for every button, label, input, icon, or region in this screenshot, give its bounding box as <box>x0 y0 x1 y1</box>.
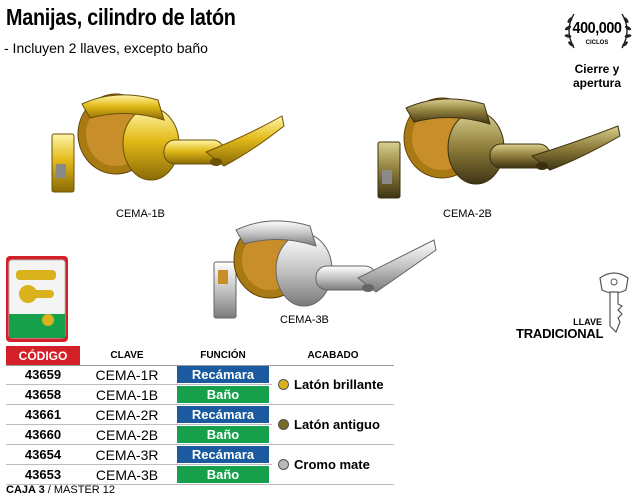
cycles-caption: Cierre y apertura <box>560 62 634 90</box>
finish-cell: Latón antiguo <box>272 404 394 445</box>
row-clave: CEMA-1R <box>80 365 174 385</box>
finish-swatch-chrome-icon <box>278 459 289 470</box>
row-funcion: Recámara <box>174 444 272 465</box>
finish-name: Cromo mate <box>294 457 370 472</box>
table-row: 43660 CEMA-2B Baño <box>6 424 394 445</box>
finish-cell: Latón brillante <box>272 365 394 405</box>
row-funcion: Baño <box>174 464 272 485</box>
cycles-number: 400,000 <box>572 20 622 37</box>
finish-swatch-antique-icon <box>278 419 289 430</box>
row-funcion: Recámara <box>174 365 272 385</box>
product-table: CÓDIGO CLAVE FUNCIÓN ACABADO 43659 CEMA-… <box>6 346 394 485</box>
table-row: 43658 CEMA-1B Baño <box>6 384 394 405</box>
cycles-caption-line2: apertura <box>572 76 622 90</box>
finish-name: Latón antiguo <box>294 417 380 432</box>
row-funcion: Baño <box>174 424 272 445</box>
header-divider <box>6 365 394 366</box>
function-badge-recamara: Recámara <box>177 446 269 463</box>
caja-label: CAJA 3 <box>6 484 45 496</box>
key-icon <box>599 272 629 334</box>
lever-handle-brass-image <box>51 93 285 193</box>
lever-handle-chrome-image <box>213 220 437 319</box>
table-row: 43654 CEMA-3R Recámara Cromo mate <box>6 444 394 485</box>
row-funcion: Recámara <box>174 404 272 425</box>
product-label-cema-2b: CEMA-2B <box>443 208 492 220</box>
product-label-cema-3b: CEMA-3B <box>280 314 329 326</box>
finish-swatch-brass-icon <box>278 379 289 390</box>
function-badge-bano: Baño <box>177 386 269 403</box>
function-badge-bano: Baño <box>177 466 269 483</box>
row-code: 43653 <box>6 464 80 485</box>
row-code: 43661 <box>6 404 80 425</box>
cycles-unit: CICLOS <box>585 40 609 46</box>
header-clave: CLAVE <box>110 350 144 361</box>
package-image <box>6 256 68 342</box>
row-code: 43658 <box>6 384 80 405</box>
header-acabado: ACABADO <box>307 350 359 361</box>
master-label: / MASTER 12 <box>47 484 116 496</box>
function-badge-bano: Baño <box>177 426 269 443</box>
row-clave: CEMA-2B <box>80 424 174 445</box>
key-type-label: LLAVE TRADICIONAL <box>516 317 604 341</box>
table-row: 43653 CEMA-3B Baño <box>6 464 394 485</box>
cycles-caption-line1: Cierre y <box>574 62 620 76</box>
laurel-icon <box>564 13 632 49</box>
function-badge-recamara: Recámara <box>177 366 269 383</box>
packaging-info: CAJA 3 / MASTER 12 <box>6 484 115 496</box>
key-type-label-line1: LLAVE <box>573 317 602 327</box>
cycles-badge: 400,000 CICLOS Cierre y apertura <box>560 4 636 114</box>
function-badge-recamara: Recámara <box>177 406 269 423</box>
header-codigo: CÓDIGO <box>6 346 80 365</box>
row-code: 43654 <box>6 444 80 465</box>
table-header-row: CÓDIGO CLAVE FUNCIÓN ACABADO <box>6 346 394 365</box>
finish-cell: Cromo mate <box>272 444 394 485</box>
subtitle: - Incluyen 2 llaves, excepto baño <box>4 40 208 56</box>
table-row: 43661 CEMA-2R Recámara Latón antiguo <box>6 404 394 445</box>
page-title: Manijas, cilindro de latón <box>6 4 236 30</box>
lever-handle-antique-image <box>377 97 621 199</box>
header-funcion: FUNCIÓN <box>200 350 246 361</box>
key-type-label-line2: TRADICIONAL <box>516 326 604 341</box>
row-clave: CEMA-3B <box>80 464 174 485</box>
row-code: 43660 <box>6 424 80 445</box>
row-funcion: Baño <box>174 384 272 405</box>
row-clave: CEMA-1B <box>80 384 174 405</box>
row-clave: CEMA-3R <box>80 444 174 465</box>
row-clave: CEMA-2R <box>80 404 174 425</box>
product-label-cema-1b: CEMA-1B <box>116 208 165 220</box>
row-code: 43659 <box>6 365 80 385</box>
table-row: 43659 CEMA-1R Recámara Latón brillante <box>6 365 394 405</box>
finish-name: Latón brillante <box>294 377 384 392</box>
